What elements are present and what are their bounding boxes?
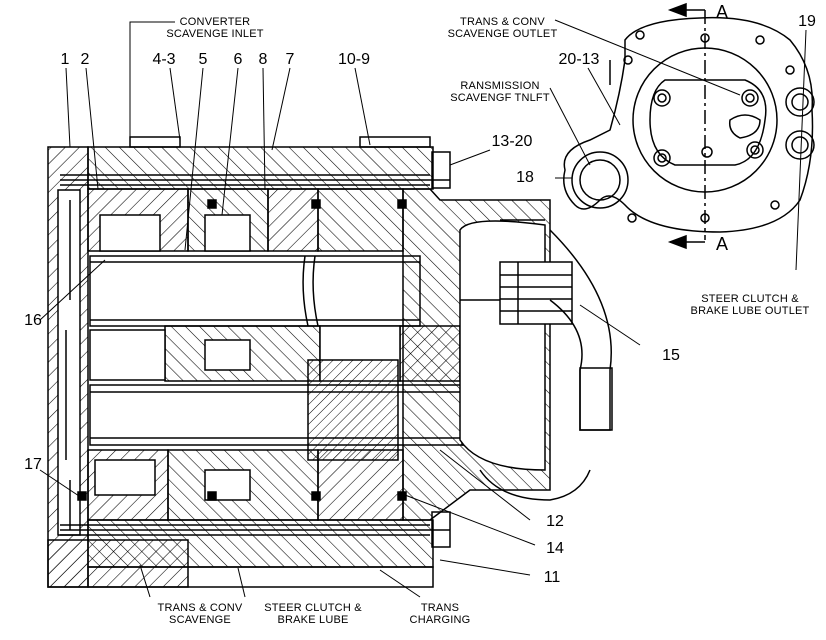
main-body-section (47, 136, 613, 588)
side-view-section-a (563, 2, 815, 250)
leader-lines (39, 19, 807, 598)
